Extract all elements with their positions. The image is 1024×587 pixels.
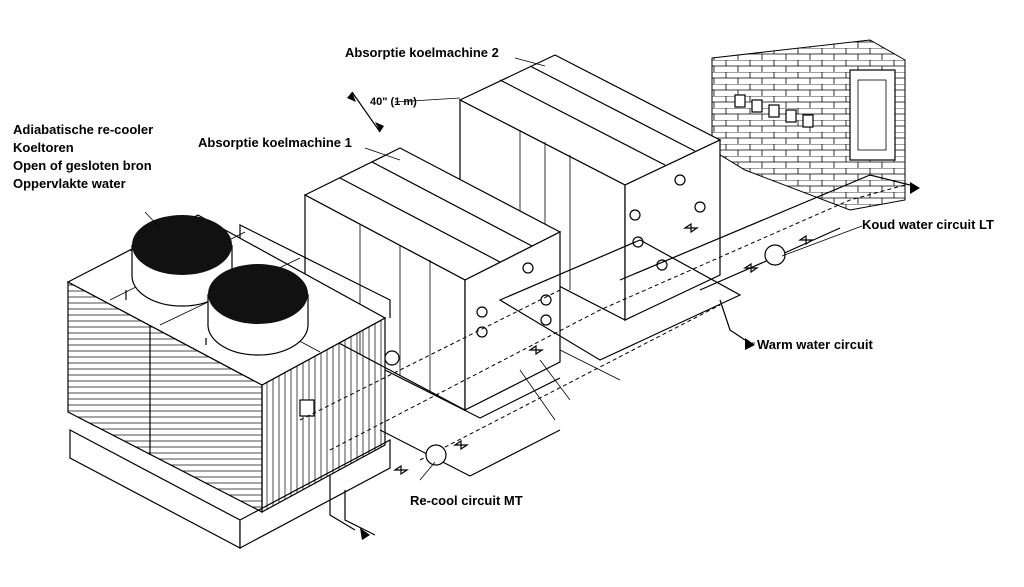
absorption-chiller-2-label: Absorptie koelmachine 2 (345, 45, 499, 60)
spacing-label: 40" (1 m) (370, 96, 417, 108)
piping (299, 174, 920, 540)
recooler-label-line: Open of gesloten bron (13, 158, 152, 173)
absorption-chiller-2 (458, 54, 722, 321)
cold-water-circuit-label: Koud water circuit LT (862, 217, 994, 232)
brick-wall (711, 39, 906, 211)
recooler-label-line: Oppervlakte water (13, 176, 126, 191)
warm-water-circuit-label: Warm water circuit (757, 337, 873, 352)
absorption-chiller-1-label: Absorptie koelmachine 1 (198, 135, 352, 150)
recooler-label-line: Koeltoren (13, 140, 74, 155)
recool-circuit-label: Re-cool circuit MT (410, 493, 523, 508)
leader-lines (144, 57, 863, 481)
recooler-label: Adiabatische re-cooler Koeltoren Open of… (13, 121, 153, 193)
recooler-label-line: Adiabatische re-cooler (13, 122, 154, 137)
cooling-tower (66, 214, 391, 549)
cold-water-pump-icon (764, 244, 786, 266)
absorption-chiller-1 (303, 147, 706, 411)
wall-switch-boxes (734, 94, 814, 128)
recool-pump-icon (425, 444, 447, 466)
